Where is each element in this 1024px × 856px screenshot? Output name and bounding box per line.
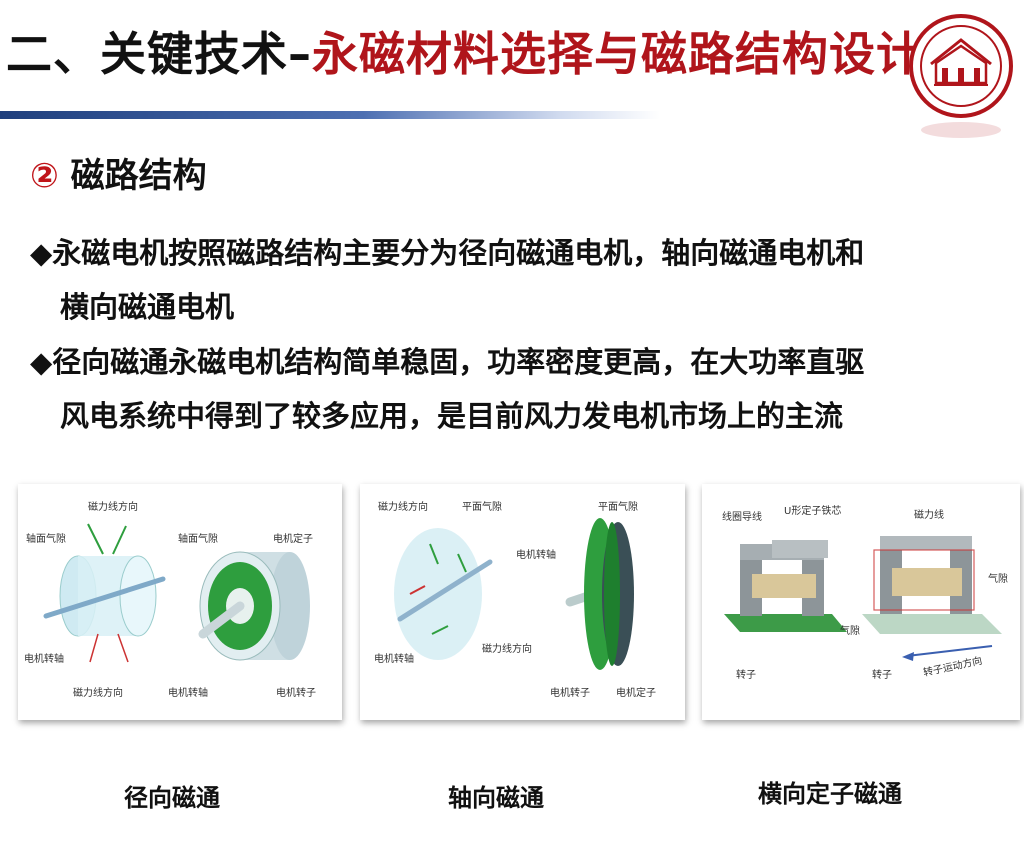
label-shaft-top: 电机转轴: [516, 548, 556, 561]
caption-axial-flux: 轴向磁通: [448, 784, 544, 812]
radial-flux-diagram: 磁力线方向 轴面气隙 轴面气隙 电机定子 电机转轴 磁力线方向 电机转轴 电机转…: [24, 500, 316, 699]
section-number: ②: [30, 156, 59, 196]
label-rotor: 电机转子: [550, 686, 590, 699]
label-gap-left: 平面气隙: [462, 500, 502, 513]
label-shaft-left: 电机转轴: [24, 652, 64, 665]
label-flux-bottom: 磁力线方向: [482, 642, 532, 655]
slide-title: 二、关键技术–永磁材料选择与磁路结构设计: [6, 18, 923, 88]
label-flux: 磁力线: [914, 508, 944, 521]
axial-flux-diagram: 磁力线方向 平面气隙 平面气隙 电机转轴 电机转轴 磁力线方向 电机转子 电机定…: [374, 500, 656, 699]
figure-transverse-flux: 线圈导线 U形定子铁芯 磁力线 气隙 气隙 转子 转子 转子运动方向: [702, 484, 1020, 720]
label-shaft-left: 电机转轴: [374, 652, 414, 665]
caption-radial-flux: 径向磁通: [124, 784, 220, 812]
label-stator: 电机定子: [616, 686, 656, 699]
title-prefix: 二、关键技术–: [6, 27, 312, 81]
label-rotor-left: 转子: [736, 668, 756, 681]
label-core: U形定子铁芯: [784, 504, 841, 517]
label-motion: 转子运动方向: [922, 654, 983, 679]
label-gap-right: 平面气隙: [598, 500, 638, 513]
caption-transverse-flux: 横向定子磁通: [758, 780, 902, 808]
label-gap-mid: 气隙: [840, 624, 860, 637]
title-underline-bar: [0, 111, 660, 119]
figure-axial-flux: 磁力线方向 平面气隙 平面气隙 电机转轴 电机转轴 磁力线方向 电机转子 电机定…: [360, 484, 685, 720]
label-winding: 线圈导线: [722, 510, 762, 523]
section-subtitle-text: 磁路结构: [70, 156, 207, 196]
title-highlight: 永磁材料选择与磁路结构设计: [312, 27, 923, 81]
figure-radial-flux: 磁力线方向 轴面气隙 轴面气隙 电机定子 电机转轴 磁力线方向 电机转轴 电机转…: [18, 484, 342, 720]
label-flux-top: 磁力线方向: [88, 500, 138, 513]
label-gap-right: 气隙: [988, 572, 1008, 585]
bullet-2-line-1: ◆径向磁通永磁电机结构简单稳固，功率密度更高，在大功率直驱: [30, 345, 865, 379]
university-seal-logo: [906, 8, 1016, 140]
label-rotor-right: 转子: [872, 668, 892, 681]
label-gap-left: 轴面气隙: [26, 532, 66, 545]
bullet-point-2: ◆径向磁通永磁电机结构简单稳固，功率密度更高，在大功率直驱 风电系统中得到了较多…: [30, 335, 990, 443]
bullet-point-1: ◆永磁电机按照磁路结构主要分为径向磁通电机，轴向磁通电机和 横向磁通电机: [30, 226, 990, 334]
bullet-1-line-2: 横向磁通电机: [60, 290, 235, 324]
section-subtitle: ② 磁路结构: [30, 148, 207, 197]
label-flux-bottom: 磁力线方向: [73, 686, 123, 699]
label-stator: 电机定子: [273, 532, 313, 545]
bullet-2-line-2: 风电系统中得到了较多应用，是目前风力发电机市场上的主流: [60, 399, 844, 433]
label-gap-right: 轴面气隙: [178, 532, 218, 545]
label-rotor: 电机转子: [276, 686, 316, 699]
label-flux-top: 磁力线方向: [378, 500, 428, 513]
bullet-1-line-1: ◆永磁电机按照磁路结构主要分为径向磁通电机，轴向磁通电机和: [30, 236, 865, 270]
label-shaft-right: 电机转轴: [168, 686, 208, 699]
transverse-flux-diagram: 线圈导线 U形定子铁芯 磁力线 气隙 气隙 转子 转子 转子运动方向: [722, 504, 1008, 681]
